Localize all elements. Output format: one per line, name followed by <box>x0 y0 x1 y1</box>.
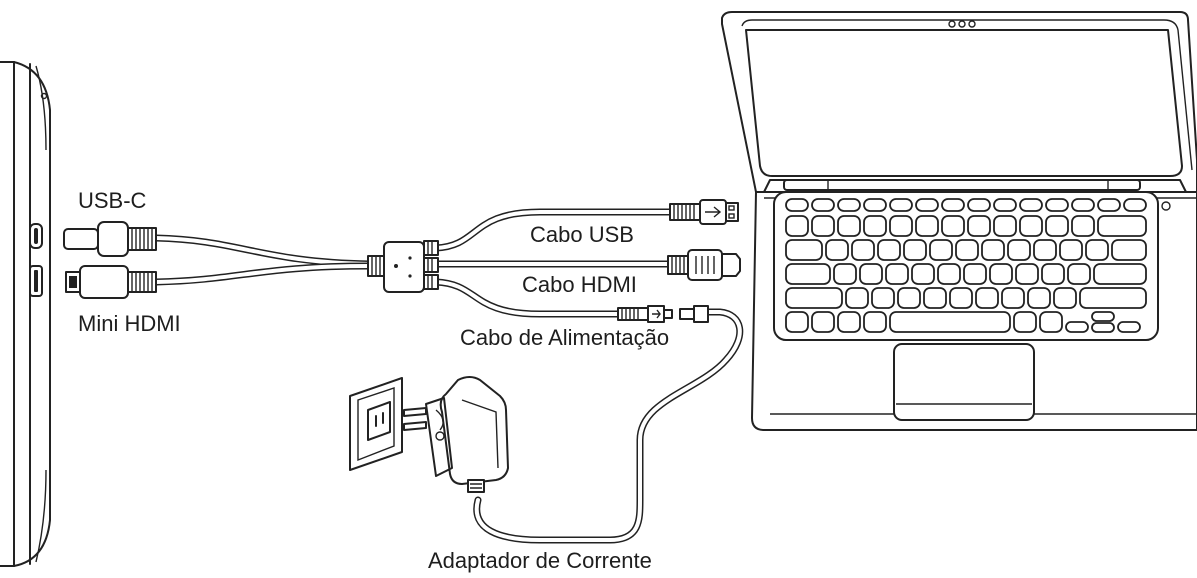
power-barrel-connector <box>617 305 709 323</box>
keyboard <box>785 198 1147 333</box>
usb-c-plug <box>63 221 157 257</box>
usb-a-plug <box>669 199 739 225</box>
webcam-icon <box>948 20 976 28</box>
power-adapter <box>425 376 509 493</box>
hdmi-plug <box>667 249 741 281</box>
wall-outlet <box>349 377 427 471</box>
mini-hdmi-label: Mini HDMI <box>78 311 181 336</box>
power-cable-label: Cabo de Alimentação <box>460 325 669 350</box>
cables <box>152 208 744 544</box>
usb-cable-label: Cabo USB <box>530 222 634 247</box>
power-adapter-label: Adaptador de Corrente <box>428 548 652 573</box>
hdmi-cable-label: Cabo HDMI <box>522 272 637 297</box>
mini-hdmi-plug <box>65 265 157 299</box>
splitter-hub <box>367 240 439 293</box>
usb-c-label: USB-C <box>78 188 147 213</box>
touchpad <box>893 343 1035 421</box>
pen-display-device <box>0 61 51 567</box>
laptop <box>721 11 1197 431</box>
